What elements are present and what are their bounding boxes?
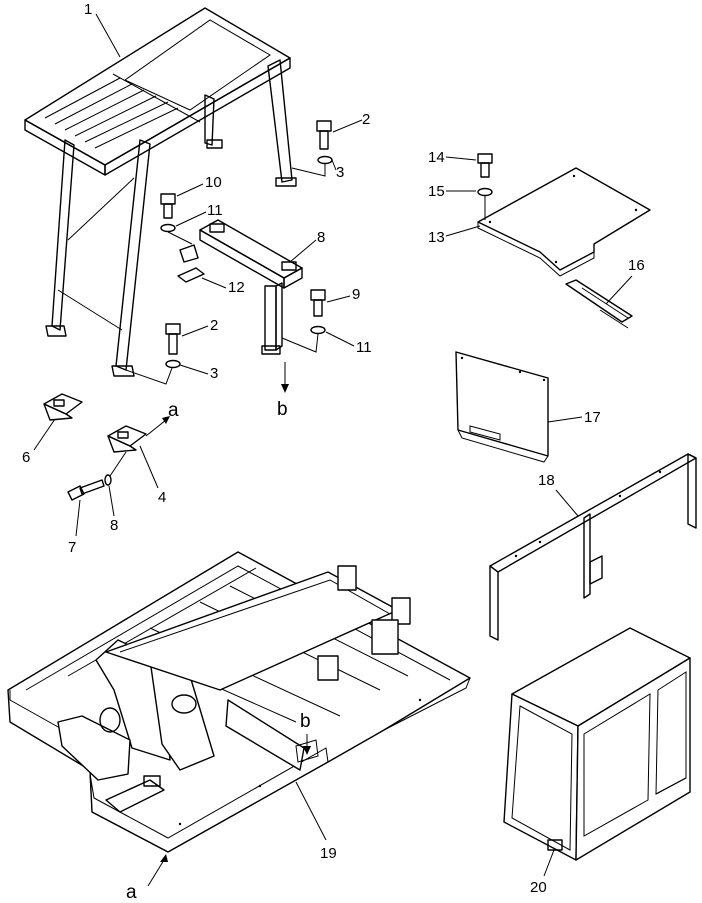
callout-16: 16: [628, 257, 645, 274]
arrow-a-lower-line: [147, 859, 165, 887]
leader-2-lower: [181, 325, 209, 337]
leader-18: [295, 781, 327, 841]
leader-bracket-bolt: [281, 333, 319, 353]
leader-1: [95, 13, 121, 58]
part-3-washer-lower: [165, 359, 181, 369]
leader-4: [139, 445, 159, 489]
ref-b-lower: b: [300, 711, 311, 732]
callout-8: 8: [317, 229, 325, 246]
leader-bolt-bracket: [109, 451, 127, 477]
leader-2-upper: [332, 119, 363, 133]
callout-2-upper: 2: [362, 111, 370, 128]
leader-10: [176, 183, 204, 197]
leader-17: [547, 416, 583, 423]
callout-5: 6: [22, 449, 30, 466]
arrow-a-lower-head: [160, 854, 168, 862]
leader-lower-bolt: [125, 367, 173, 385]
leader-bolt-to-leg: [291, 164, 326, 177]
part-2-bolt-upper: [316, 120, 332, 150]
callout-6: 7: [68, 539, 76, 556]
arrow-a-upper-head: [162, 416, 170, 424]
arrow-b-upper-head: [281, 384, 289, 393]
leader-3-upper: [331, 159, 337, 171]
part-4-bracket: [107, 425, 147, 453]
part-11-washer-left: [160, 223, 176, 233]
leader-16: [605, 275, 633, 305]
arrow-b-lower-head: [303, 746, 311, 755]
leader-5: [33, 418, 56, 451]
part-10-bolt: [160, 193, 176, 219]
callout-11-right: 11: [356, 339, 372, 356]
callout-20: 20: [530, 879, 547, 896]
callout-17: 17: [584, 409, 601, 426]
part-14-bolt: [477, 153, 493, 178]
part-20-cab: [503, 627, 691, 861]
leader-9: [326, 295, 351, 303]
callout-7: 8: [110, 517, 118, 534]
part-1-platform: [24, 7, 297, 377]
part-8-bracket-stand: [179, 219, 303, 355]
part-18-revolving-frame: [7, 551, 471, 853]
ref-a-lower: a: [126, 882, 137, 903]
part-2-bolt-lower: [165, 323, 181, 355]
part-9-bolt: [310, 289, 326, 317]
callout-9: 9: [352, 286, 360, 303]
ref-b-upper: b: [277, 399, 288, 420]
callout-3-lower: 3: [210, 365, 218, 382]
leader-7: [108, 485, 115, 517]
leader-13: [445, 225, 481, 237]
callout-4: 4: [158, 489, 166, 506]
leader-12: [201, 277, 227, 289]
part-3-washer-upper: [317, 155, 333, 165]
leader-20: [543, 849, 555, 877]
callout-3-upper: 3: [336, 164, 344, 181]
callout-15: 15: [428, 183, 445, 200]
leader-6: [75, 499, 81, 537]
part-16-strip: [565, 279, 633, 329]
part-15-washer: [477, 187, 493, 197]
part-6-bolt: [67, 479, 105, 501]
part-5-bracket: [43, 393, 83, 421]
leader-14: [445, 156, 477, 161]
arrow-a-upper-line: [145, 419, 167, 437]
leader-19: [555, 489, 579, 517]
callout-11-left: 11: [207, 202, 223, 219]
part-13-cover-plate: [477, 167, 651, 277]
callout-19: 18: [538, 472, 555, 489]
callout-13: 13: [428, 229, 445, 246]
callout-10: 10: [205, 174, 222, 191]
ref-a-upper: a: [168, 400, 179, 421]
part-7-washer: [104, 474, 112, 486]
part-17-panel: [455, 351, 549, 463]
leader-11-left: [175, 211, 207, 227]
leader-11-right: [325, 331, 355, 347]
leader-11-to-bracket: [167, 231, 193, 245]
part-12-shim: [177, 267, 205, 283]
part-19-rail-frame: [489, 453, 697, 641]
leader-8: [289, 239, 317, 263]
part-11-washer-right: [310, 325, 326, 335]
callout-1: 1: [84, 1, 92, 18]
callout-14: 14: [428, 149, 445, 166]
callout-12: 12: [228, 279, 245, 296]
leader-3-lower: [179, 364, 209, 375]
callout-18: 19: [320, 845, 337, 862]
callout-2-lower: 2: [210, 317, 218, 334]
